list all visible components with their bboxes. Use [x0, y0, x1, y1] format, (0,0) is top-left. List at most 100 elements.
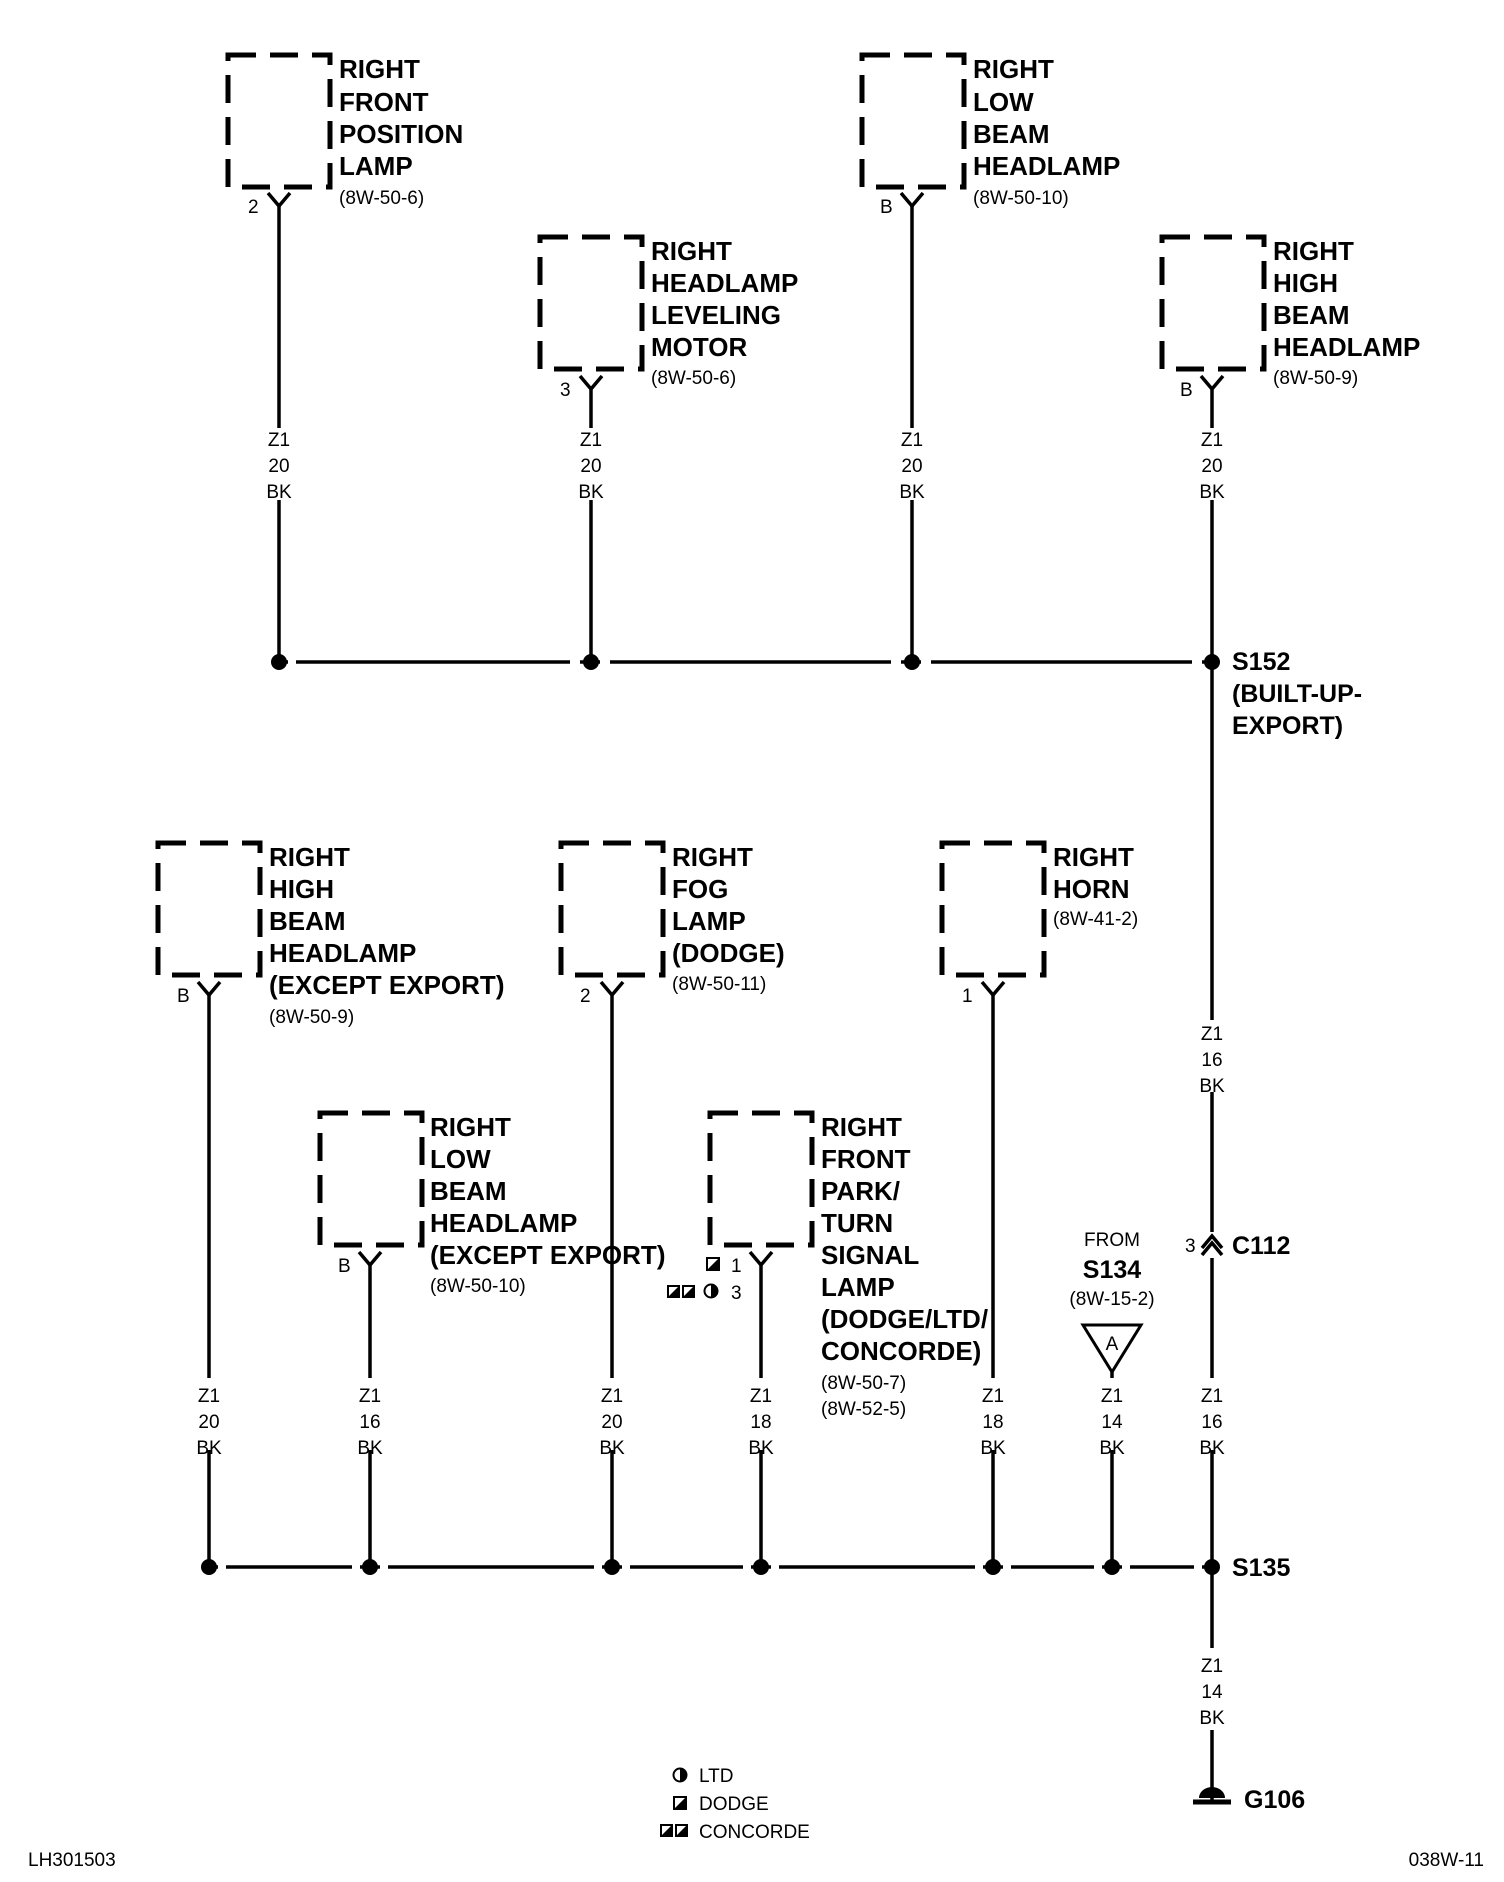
- splice-label: S152: [1232, 648, 1290, 676]
- svg-text:Z1: Z1: [580, 430, 602, 451]
- svg-text:16: 16: [1201, 1412, 1222, 1433]
- splice-node: [271, 654, 287, 670]
- component-label-line: BEAM: [1273, 300, 1350, 330]
- concorde-marker-icon: [660, 1824, 673, 1837]
- bottom-drops: [207, 995, 1114, 1560]
- component-right-horn: RIGHT HORN (8W-41-2) 1: [939, 840, 1138, 1007]
- svg-text:BK: BK: [980, 1438, 1006, 1459]
- svg-text:BK: BK: [1099, 1438, 1125, 1459]
- pin-terminal-icon: [578, 374, 604, 392]
- component-box: [558, 840, 666, 978]
- pin-terminal-icon: [748, 1250, 774, 1268]
- pin-number: B: [1180, 380, 1193, 401]
- wire-label-w11: Z1 14 BK: [1099, 1386, 1125, 1459]
- component-label-line: HIGH: [1273, 268, 1338, 298]
- svg-text:Z1: Z1: [1201, 1386, 1223, 1407]
- component-label-line: (DODGE/LTD/: [821, 1304, 988, 1334]
- component-label-line: RIGHT: [973, 54, 1054, 84]
- svg-text:16: 16: [1201, 1050, 1222, 1071]
- svg-text:18: 18: [750, 1412, 771, 1433]
- svg-text:Z1: Z1: [1101, 1386, 1123, 1407]
- component-label-line: HEADLAMP: [430, 1208, 577, 1238]
- component-ref: (8W-50-9): [1273, 368, 1358, 389]
- splice-node: [583, 654, 599, 670]
- component-label-line: CONCORDE): [821, 1336, 981, 1366]
- svg-text:Z1: Z1: [1201, 1656, 1223, 1677]
- pin-number: 3: [731, 1283, 742, 1304]
- component-label-line: RIGHT: [651, 236, 732, 266]
- component-label-line: HEADLAMP: [651, 268, 798, 298]
- svg-text:A: A: [1106, 1334, 1119, 1355]
- offpage-triangle-icon: [1080, 1323, 1144, 1375]
- svg-text:BK: BK: [578, 482, 604, 503]
- pin-terminal-icon: [980, 980, 1006, 998]
- wire-label-w2: Z1 20 BK: [578, 430, 604, 503]
- svg-text:Z1: Z1: [750, 1386, 772, 1407]
- wire-label-w12: Z1 16 BK: [1199, 1024, 1225, 1097]
- splice-node: [1204, 1559, 1220, 1575]
- wire-label-w5: Z1 20 BK: [196, 1386, 222, 1459]
- svg-text:BK: BK: [266, 482, 292, 503]
- wire-label-w13: Z1 14 BK: [1199, 1656, 1225, 1729]
- svg-text:BK: BK: [748, 1438, 774, 1459]
- dodge-marker-icon: [706, 1257, 720, 1271]
- component-box: [1159, 234, 1267, 372]
- component-label-line: RIGHT: [339, 54, 420, 84]
- legend-label: CONCORDE: [699, 1822, 810, 1843]
- component-label-line: POSITION: [339, 119, 463, 149]
- wire-label-w7: Z1 16 BK: [357, 1386, 383, 1459]
- component-ref: (8W-50-6): [339, 188, 424, 209]
- svg-text:Z1: Z1: [1201, 430, 1223, 451]
- bus-s135: [201, 1559, 1220, 1575]
- component-right-low-beam-headlamp-except-export: RIGHT LOW BEAM HEADLAMP (EXCEPT EXPORT) …: [317, 1110, 665, 1297]
- component-ref: (8W-50-6): [651, 368, 736, 389]
- ground-g106: G106: [1193, 1786, 1305, 1814]
- svg-text:14: 14: [1101, 1412, 1123, 1433]
- component-label-line: LAMP: [672, 906, 746, 936]
- svg-text:BK: BK: [599, 1438, 625, 1459]
- legend-label: DODGE: [699, 1794, 769, 1815]
- component-label-line: MOTOR: [651, 332, 748, 362]
- page-code-right: 038W-11: [1409, 1850, 1484, 1871]
- component-label-line: RIGHT: [430, 1112, 511, 1142]
- component-label-line: LOW: [973, 87, 1034, 117]
- connector-icon: [1200, 1233, 1224, 1250]
- component-label-line: HEADLAMP: [973, 151, 1120, 181]
- component-box: [225, 52, 333, 190]
- svg-text:14: 14: [1201, 1682, 1223, 1703]
- component-box: [939, 840, 1047, 978]
- svg-text:Z1: Z1: [359, 1386, 381, 1407]
- component-label-line: BEAM: [269, 906, 346, 936]
- component-right-high-beam-headlamp: RIGHT HIGH BEAM HEADLAMP (8W-50-9) B: [1159, 234, 1420, 401]
- component-label-line: (EXCEPT EXPORT): [269, 970, 504, 1000]
- pin-number: 3: [560, 380, 571, 401]
- component-label-line: PARK/: [821, 1176, 900, 1206]
- component-label-line: LOW: [430, 1144, 491, 1174]
- svg-text:20: 20: [580, 456, 601, 477]
- pin-terminal-icon: [357, 1250, 383, 1268]
- component-label-line: RIGHT: [821, 1112, 902, 1142]
- svg-text:BK: BK: [1199, 1708, 1225, 1729]
- pin-number: B: [177, 986, 190, 1007]
- splice-node: [1204, 654, 1220, 670]
- svg-text:Z1: Z1: [901, 430, 923, 451]
- pin-terminal-icon: [1199, 374, 1225, 392]
- splice-label: S135: [1232, 1554, 1290, 1582]
- svg-text:(8W-15-2): (8W-15-2): [1069, 1289, 1154, 1310]
- splice-node: [201, 1559, 217, 1575]
- component-label-line: LAMP: [821, 1272, 895, 1302]
- svg-text:Z1: Z1: [1201, 1024, 1223, 1045]
- svg-text:Z1: Z1: [198, 1386, 220, 1407]
- wire-label-w4: Z1 20 BK: [1199, 430, 1225, 503]
- dodge-marker-icon: [673, 1796, 687, 1810]
- svg-text:Z1: Z1: [601, 1386, 623, 1407]
- wire-label-w8: Z1 16 BK: [1199, 1386, 1225, 1459]
- component-ref: (8W-41-2): [1053, 909, 1138, 930]
- component-ref: (8W-50-11): [672, 974, 766, 995]
- svg-text:FROM: FROM: [1084, 1230, 1140, 1251]
- wire-label-w3: Z1 20 BK: [899, 430, 925, 503]
- component-label-line: HORN: [1053, 874, 1130, 904]
- component-label-line: FRONT: [339, 87, 429, 117]
- component-label-line: RIGHT: [1273, 236, 1354, 266]
